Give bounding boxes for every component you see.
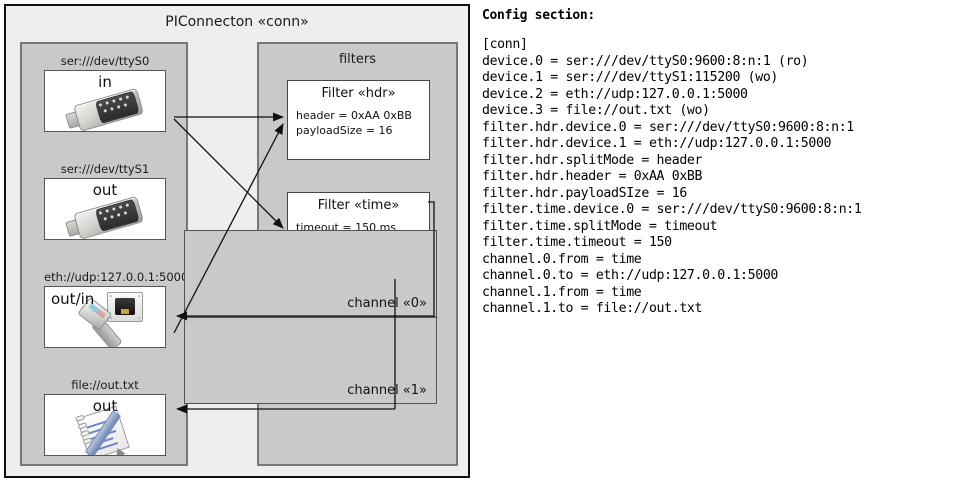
connection-diagram: PIConnecton «conn» ser:///dev/ttyS0 in <box>4 4 470 478</box>
device-direction-label: out <box>92 181 118 199</box>
device-box[interactable]: out <box>44 394 166 456</box>
channel-label: channel «0» <box>347 296 427 311</box>
config-section: Config section: [conn] device.0 = ser://… <box>482 8 960 318</box>
filter-properties: header = 0xAA 0xBB payloadSize = 16 <box>296 109 429 139</box>
device-caption: eth://udp:127.0.0.1:5000 <box>44 270 189 284</box>
filter-title: Filter «time» <box>317 198 400 213</box>
channel-node-0[interactable]: channel «0» <box>184 230 437 317</box>
device-caption: file://out.txt <box>71 378 139 392</box>
network-jack-icon <box>107 292 143 322</box>
channel-label: channel «1» <box>347 383 427 398</box>
device-node-file[interactable]: file://out.txt out <box>44 378 166 456</box>
filters-group-title: filters <box>338 52 376 67</box>
config-section-title: Config section: <box>482 8 595 23</box>
device-node-ttys1[interactable]: ser:///dev/ttyS1 out <box>44 162 166 240</box>
device-caption: ser:///dev/ttyS1 <box>60 162 150 176</box>
config-section-text: [conn] device.0 = ser:///dev/ttyS0:9600:… <box>482 37 862 316</box>
diagram-title: PIConnecton «conn» <box>165 14 309 30</box>
device-caption: ser:///dev/ttyS0 <box>60 54 150 68</box>
device-box[interactable]: out/in <box>44 286 166 348</box>
filter-title: Filter «hdr» <box>321 86 396 101</box>
devices-group: ser:///dev/ttyS0 in ser:///dev/ttyS1 out <box>20 42 188 466</box>
filter-node-hdr[interactable]: Filter «hdr» header = 0xAA 0xBB payloadS… <box>287 80 430 160</box>
device-node-ttys0[interactable]: ser:///dev/ttyS0 in <box>44 54 166 132</box>
device-direction-label: out <box>92 397 118 415</box>
filters-group: filters Filter «hdr» header = 0xAA 0xBB … <box>184 42 458 466</box>
filter-property: header = 0xAA 0xBB <box>296 109 412 122</box>
channel-node-1[interactable]: channel «1» <box>184 317 437 404</box>
device-box[interactable]: out <box>44 178 166 240</box>
device-box[interactable]: in <box>44 70 166 132</box>
filter-property: payloadSize = 16 <box>296 123 393 137</box>
device-direction-label: in <box>98 73 112 91</box>
device-node-eth[interactable]: eth://udp:127.0.0.1:5000 out/in <box>44 270 189 348</box>
device-direction-label: out/in <box>51 290 95 308</box>
